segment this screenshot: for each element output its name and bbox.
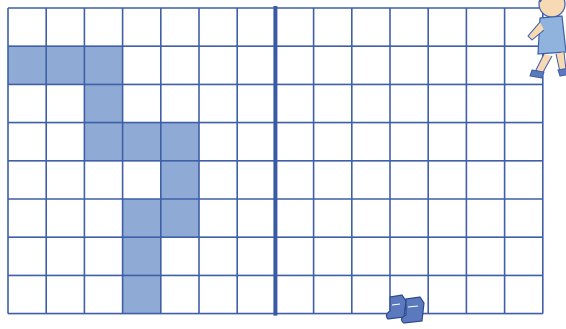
shoes-icon	[386, 295, 424, 323]
shaded-cells	[8, 46, 199, 313]
shaded-cell	[46, 46, 84, 84]
girl-figure-icon	[528, 0, 566, 78]
shaded-cell	[84, 46, 122, 84]
shaded-cell	[84, 123, 122, 161]
shaded-cell	[123, 199, 161, 237]
shaded-cell	[84, 84, 122, 122]
shaded-cell	[161, 161, 199, 199]
shaded-cell	[123, 275, 161, 313]
shaded-cell	[161, 123, 199, 161]
shaded-cell	[123, 123, 161, 161]
shaded-cell	[161, 199, 199, 237]
shaded-cell	[123, 237, 161, 275]
shaded-cell	[8, 46, 46, 84]
